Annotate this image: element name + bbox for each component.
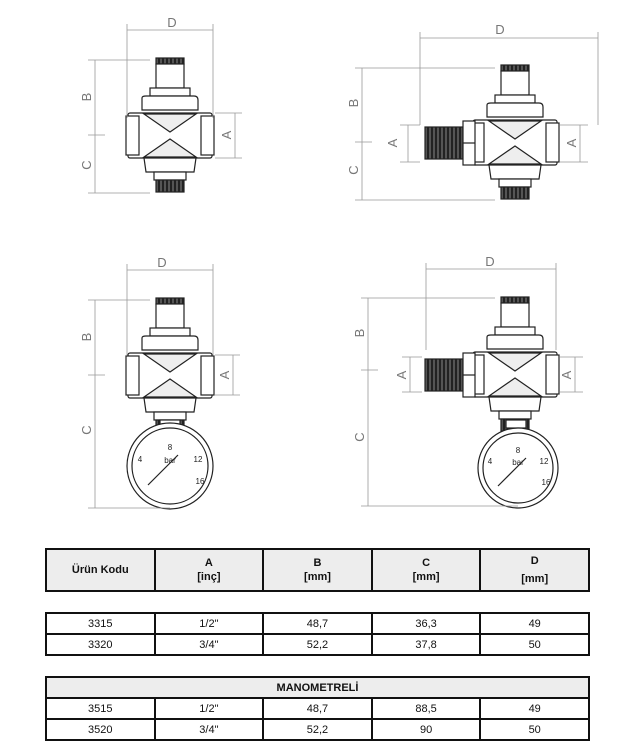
- header-product-code: Ürün Kodu: [45, 548, 156, 592]
- cell-b: 48,7: [262, 612, 373, 635]
- valve-drawing-male-thread: D B C A A: [346, 22, 599, 201]
- valve-drawing-straight: D B C A: [79, 15, 242, 194]
- cell-product-code: 3315: [45, 612, 156, 635]
- gauge-unit: bar: [512, 458, 524, 467]
- dimension-c-label: C: [352, 432, 367, 441]
- valve-drawing-with-gauge: 4 8 12 16 bar D B C A: [79, 255, 240, 510]
- header-b: B [mm]: [262, 548, 373, 592]
- dimension-d-label: D: [485, 254, 494, 269]
- cell-c: 88,5: [370, 697, 482, 720]
- cell-a: 1/2": [153, 697, 265, 720]
- dimension-a-label: A: [385, 138, 400, 147]
- header-unit: [mm]: [412, 571, 440, 583]
- dimension-a-label: A: [564, 138, 579, 147]
- header-label: Ürün Kodu: [71, 564, 129, 576]
- dimension-b-label: B: [79, 333, 94, 342]
- dimension-d-label: D: [157, 255, 166, 270]
- gauge-tick-12: 12: [540, 457, 549, 466]
- header-d: D [mm]: [479, 548, 590, 592]
- gauge-tick-16: 16: [542, 478, 551, 487]
- spec-table-header: Ürün Kodu A [inç] B [mm] C [mm] D [mm]: [45, 548, 590, 592]
- valve-drawing-male-thread-with-gauge: 4 8 12 16 bar D B C A A: [352, 254, 583, 509]
- dimension-a-label: A: [559, 370, 574, 379]
- header-unit: [mm]: [521, 573, 549, 585]
- header-label: A: [204, 557, 213, 569]
- dimension-b-label: B: [79, 93, 94, 102]
- spec-table-standard: 3315 1/2" 48,7 36,3 49 3320 3/4" 52,2 37…: [45, 612, 590, 656]
- cell-product-code: 3520: [45, 718, 156, 741]
- cell-c: 36,3: [370, 612, 482, 635]
- cell-d: 50: [479, 718, 590, 741]
- header-row: Ürün Kodu A [inç] B [mm] C [mm] D [mm]: [45, 548, 590, 592]
- manometer-title: MANOMETRELİ: [45, 676, 590, 699]
- cell-d: 49: [479, 612, 590, 635]
- header-c: C [mm]: [370, 548, 482, 592]
- header-label: C: [422, 557, 431, 569]
- dimension-c-label: C: [79, 425, 94, 434]
- dimension-d-label: D: [495, 22, 504, 37]
- cell-c: 90: [370, 718, 482, 741]
- cell-a: 3/4": [153, 633, 265, 656]
- dimension-c-label: C: [79, 160, 94, 169]
- spec-table-manometer: MANOMETRELİ 3515 1/2" 48,7 88,5 49 3520 …: [45, 676, 590, 741]
- dimension-d-label: D: [167, 15, 176, 30]
- gauge-unit: bar: [164, 456, 176, 465]
- dimension-c-label: C: [346, 165, 361, 174]
- manometer-title-row: MANOMETRELİ: [45, 676, 590, 699]
- dimension-b-label: B: [352, 329, 367, 338]
- cell-b: 52,2: [262, 633, 373, 656]
- table-row: 3315 1/2" 48,7 36,3 49: [45, 612, 590, 635]
- table-row: 3515 1/2" 48,7 88,5 49: [45, 697, 590, 720]
- gauge-tick-8: 8: [516, 446, 521, 455]
- gauge-tick-4: 4: [138, 455, 143, 464]
- cell-product-code: 3320: [45, 633, 156, 656]
- header-label: B: [313, 557, 322, 569]
- gauge-tick-12: 12: [194, 455, 203, 464]
- dimension-b-label: B: [346, 99, 361, 108]
- cell-b: 52,2: [262, 718, 373, 741]
- cell-b: 48,7: [262, 697, 373, 720]
- cell-a: 1/2": [153, 612, 265, 635]
- gauge-tick-16: 16: [196, 477, 205, 486]
- header-unit: [mm]: [304, 571, 331, 583]
- dimension-a-label: A: [217, 370, 232, 379]
- cell-product-code: 3515: [45, 697, 156, 720]
- gauge-tick-8: 8: [168, 443, 173, 452]
- cell-d: 49: [479, 697, 590, 720]
- gauge-tick-4: 4: [488, 457, 493, 466]
- dimension-a-label: A: [394, 370, 409, 379]
- technical-drawings: D B C A D B C A A 4 8 12 16: [79, 15, 599, 510]
- header-label: D: [530, 555, 539, 567]
- table-row: 3320 3/4" 52,2 37,8 50: [45, 633, 590, 656]
- table-row: 3520 3/4" 52,2 90 50: [45, 718, 590, 741]
- header-unit: [inç]: [197, 571, 221, 583]
- dimension-a-label: A: [219, 130, 234, 139]
- header-a: A [inç]: [153, 548, 265, 592]
- cell-d: 50: [479, 633, 590, 656]
- cell-a: 3/4": [153, 718, 265, 741]
- cell-c: 37,8: [370, 633, 482, 656]
